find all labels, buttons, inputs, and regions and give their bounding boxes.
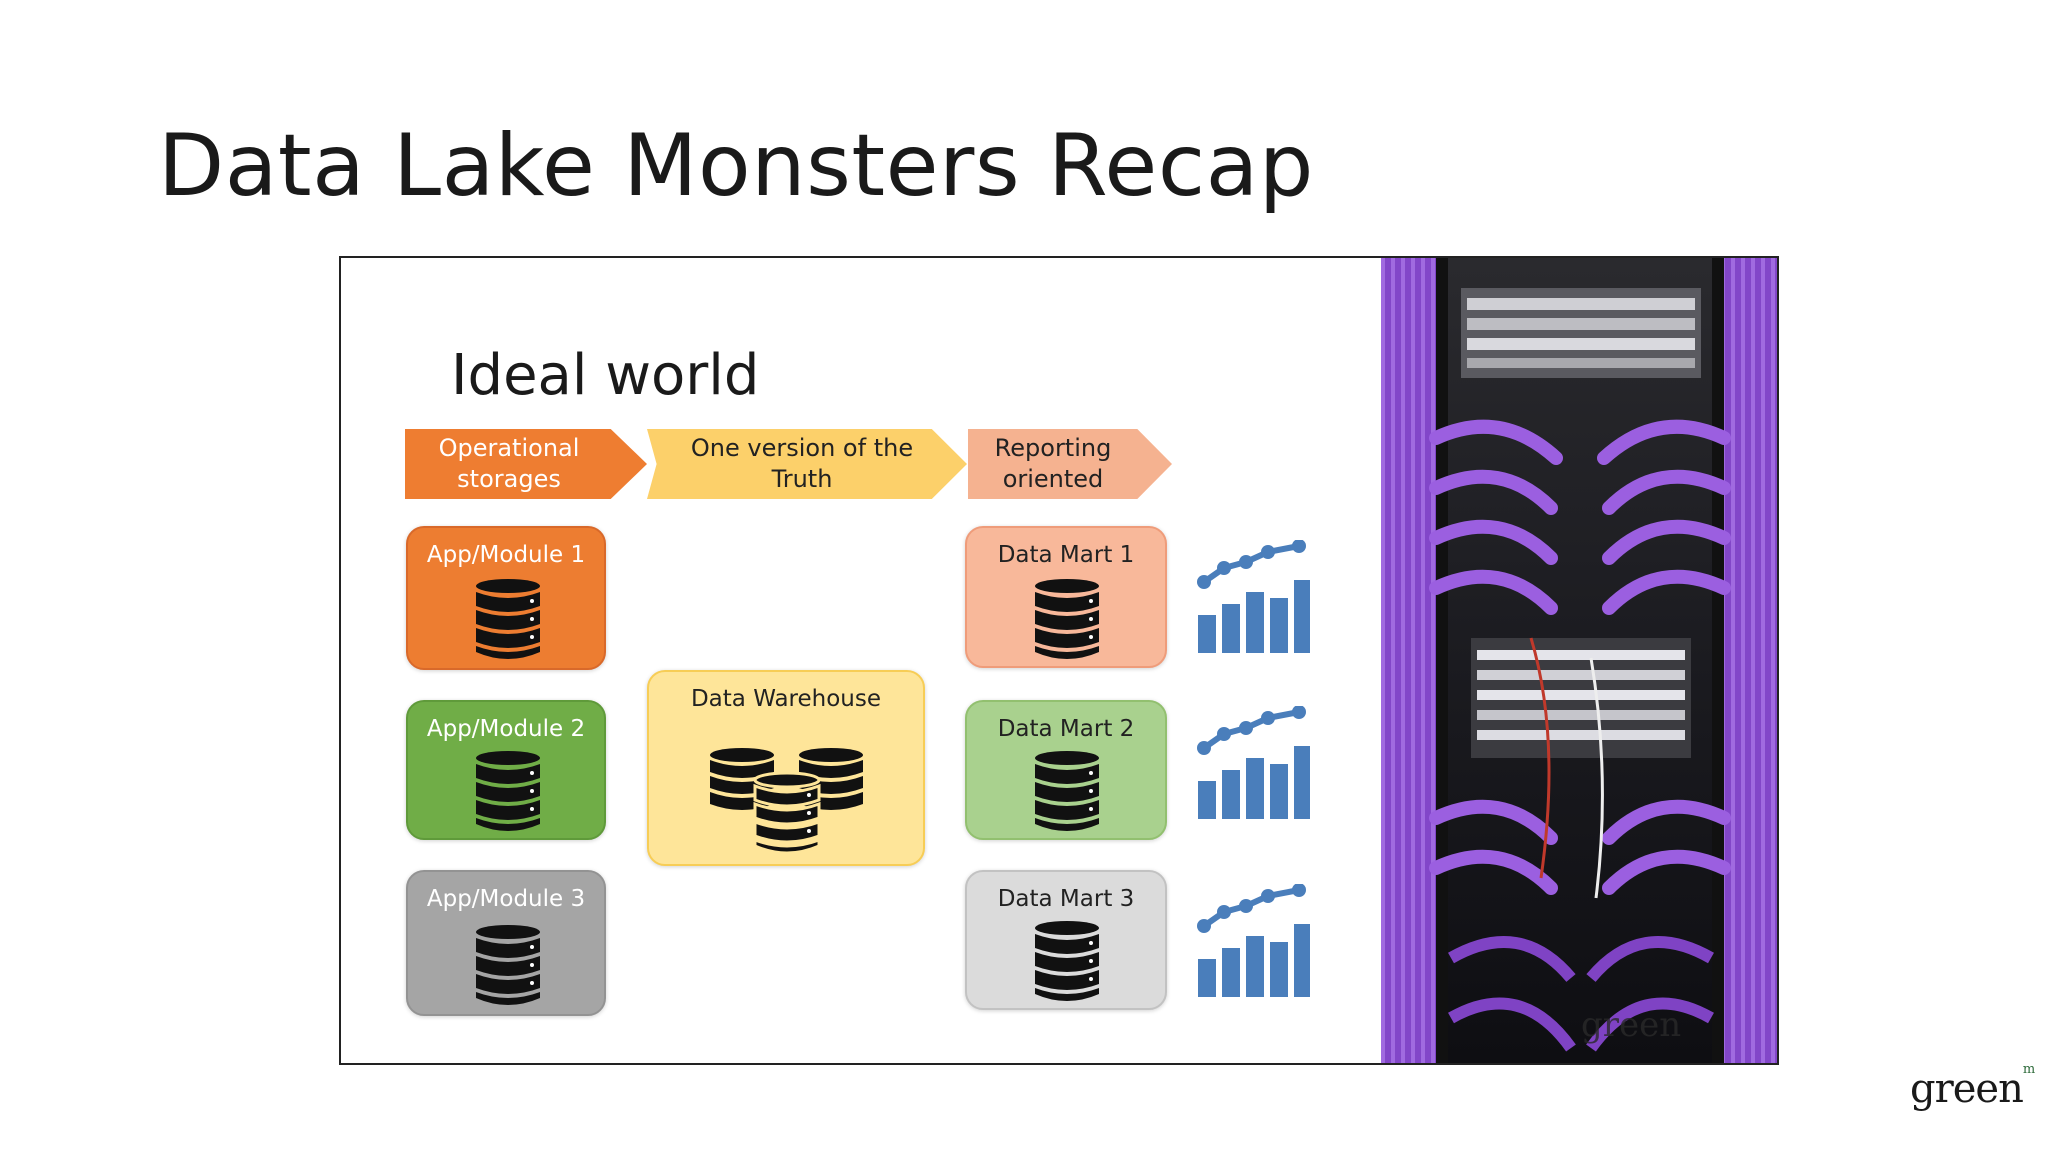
photo-watermark: green [1581,1005,1681,1045]
diagram-frame: Ideal world Operational storages One ver… [339,256,1779,1065]
stage-label: Operational storages [438,433,580,493]
data-mart-label: Data Mart 2 [997,716,1135,742]
data-mart-2-box: Data Mart 2 [965,700,1167,840]
logo-mark: m [2022,1062,2035,1077]
green-logo: greenm [1910,1062,2035,1112]
stage-label: Reporting oriented [994,433,1112,493]
app-module-1-box: App/Module 1 [406,526,606,670]
data-mart-3-box: Data Mart 3 [965,870,1167,1010]
logo-text: green [1910,1066,2024,1112]
database-icon [1035,921,1099,1001]
data-mart-label: Data Mart 1 [997,542,1135,568]
data-warehouse-label: Data Warehouse [690,686,882,712]
data-warehouse-box: Data Warehouse [647,670,925,866]
database-icon [476,925,540,1005]
data-mart-label: Data Mart 3 [997,886,1135,912]
app-module-label: App/Module 2 [426,716,586,742]
app-module-3-box: App/Module 3 [406,870,606,1016]
bar-line-chart-icon [1197,706,1310,819]
database-icon [1035,579,1099,659]
database-icon [1035,751,1099,831]
database-cluster-icon [710,748,863,855]
slide-title: Data Lake Monsters Recap [158,116,1314,216]
bar-line-chart-icon [1197,540,1310,653]
database-icon [476,751,540,831]
app-module-label: App/Module 1 [426,542,586,568]
stage-label: One version of the Truth [690,433,914,493]
data-mart-1-box: Data Mart 1 [965,526,1167,668]
database-icon [476,579,540,659]
app-module-label: App/Module 3 [426,886,586,912]
app-module-2-box: App/Module 2 [406,700,606,840]
diagram-heading: Ideal world [451,343,760,408]
stage-reporting-oriented: Reporting oriented [968,429,1172,499]
server-rack-photo: green [1381,258,1777,1063]
stage-one-version-of-truth: One version of the Truth [647,429,967,499]
bar-line-chart-icon [1197,884,1310,997]
stage-operational-storages: Operational storages [405,429,647,499]
